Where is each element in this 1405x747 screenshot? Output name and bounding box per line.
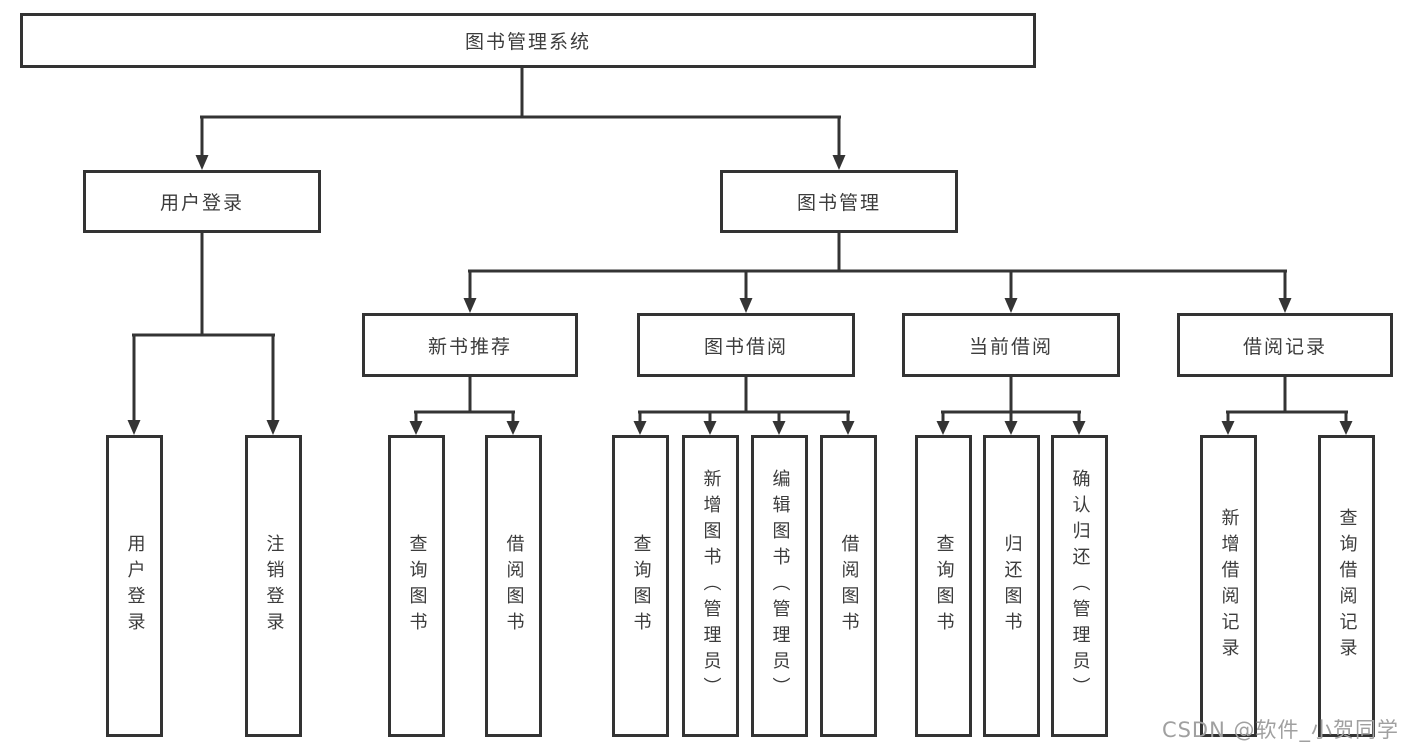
leaf-add-borrow-record: 新增借阅记录 (1200, 435, 1257, 737)
node-new-book-recommend-label: 新书推荐 (427, 335, 512, 358)
node-new-book-recommend: 新书推荐 (362, 313, 578, 377)
leaf-query-borrow-record-label: 查询借阅记录 (1336, 508, 1358, 664)
leaf-user-login-label: 用户登录 (124, 534, 146, 638)
node-book-management: 图书管理 (720, 170, 958, 233)
node-root: 图书管理系统 (20, 13, 1036, 68)
leaf-edit-books-admin: 编辑图书（管理员） (751, 435, 808, 737)
leaf-add-books-admin: 新增图书（管理员） (682, 435, 739, 737)
node-user-login: 用户登录 (83, 170, 321, 233)
leaf-return-books: 归还图书 (983, 435, 1040, 737)
leaf-borrow-books-recommend: 借阅图书 (485, 435, 542, 737)
node-borrow-records: 借阅记录 (1177, 313, 1393, 377)
node-book-management-label: 图书管理 (796, 192, 881, 214)
node-current-borrow: 当前借阅 (902, 313, 1120, 377)
leaf-query-books-current: 查询图书 (915, 435, 972, 737)
leaf-user-login: 用户登录 (106, 435, 163, 737)
leaf-confirm-return-admin: 确认归还（管理员） (1051, 435, 1108, 737)
leaf-borrow-books-recommend-label: 借阅图书 (503, 534, 525, 638)
node-book-borrow: 图书借阅 (637, 313, 855, 377)
leaf-add-books-admin-label: 新增图书（管理员） (700, 469, 722, 703)
node-borrow-records-label: 借阅记录 (1242, 335, 1327, 358)
csdn-watermark: CSDN @软件_小贺同学 (1161, 718, 1399, 742)
leaf-borrow-books-label: 借阅图书 (838, 534, 860, 638)
leaf-logout-label: 注销登录 (263, 534, 285, 638)
node-current-borrow-label: 当前借阅 (968, 335, 1053, 358)
leaf-borrow-books: 借阅图书 (820, 435, 877, 737)
leaf-logout: 注销登录 (245, 435, 302, 737)
leaf-add-borrow-record-label: 新增借阅记录 (1218, 508, 1240, 664)
leaf-query-books-current-label: 查询图书 (933, 534, 955, 638)
leaf-query-books-recommend: 查询图书 (388, 435, 445, 737)
leaf-query-books-recommend-label: 查询图书 (406, 534, 428, 638)
leaf-confirm-return-admin-label: 确认归还（管理员） (1069, 469, 1091, 703)
leaf-query-books-borrow: 查询图书 (612, 435, 669, 737)
leaf-query-borrow-record: 查询借阅记录 (1318, 435, 1375, 737)
leaf-return-books-label: 归还图书 (1001, 534, 1023, 638)
node-user-login-label: 用户登录 (159, 192, 244, 214)
leaf-edit-books-admin-label: 编辑图书（管理员） (769, 469, 791, 703)
node-book-borrow-label: 图书借阅 (703, 335, 788, 358)
node-root-label: 图书管理系统 (464, 31, 591, 53)
leaf-query-books-borrow-label: 查询图书 (630, 534, 652, 638)
